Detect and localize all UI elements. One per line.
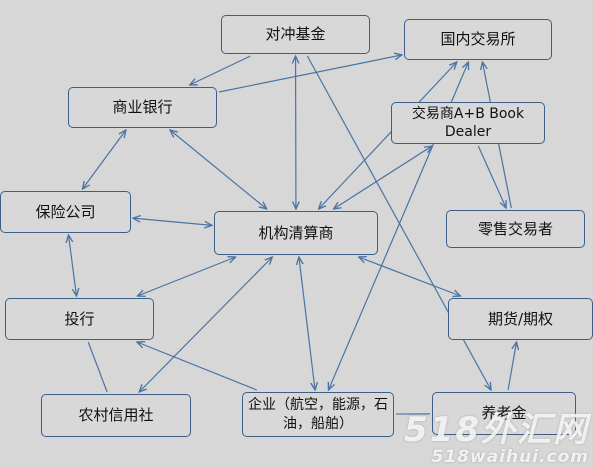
connector-dealer-retail_trader	[477, 145, 506, 208]
node-label: 农村信用社	[78, 406, 154, 425]
connector-clearing-rural_credit	[139, 257, 272, 392]
node-label: 零售交易者	[477, 219, 553, 238]
node-label: 机构清算商	[258, 223, 334, 242]
watermark-url: 518waihui.com	[431, 447, 589, 467]
node-label: 期货/期权	[487, 309, 554, 328]
node-label: 养老金	[481, 404, 527, 423]
connector-domestic_exchange-commercial_bank	[218, 55, 402, 93]
node-futures-options: 期货/期权	[448, 298, 593, 340]
connector-commercial_bank-insurance	[82, 130, 125, 189]
connector-insurance-clearing	[133, 218, 212, 225]
node-retail-trader: 零售交易者	[446, 210, 585, 248]
connector-clearing-futures_options	[359, 257, 461, 296]
node-label: 商业银行	[112, 98, 173, 117]
connector-pension-futures_options	[507, 342, 516, 391]
node-label: 国内交易所	[440, 30, 516, 49]
node-investment-bank: 投行	[5, 298, 154, 340]
node-dealer: 交易商A+B Book Dealer	[391, 102, 545, 144]
connector-clearing-enterprise	[299, 257, 315, 390]
connector-hedge_fund-commercial_bank	[190, 55, 251, 85]
node-insurance-company: 保险公司	[0, 191, 131, 233]
node-commercial-bank: 商业银行	[68, 87, 217, 128]
node-enterprise: 企业（航空，能源，石油，船舶）	[242, 392, 394, 437]
watermark-logo: 518外汇网	[404, 410, 589, 450]
node-pension: 养老金	[432, 392, 576, 435]
connector-investment_bank-rural_credit	[87, 341, 108, 393]
connector-investment_bank-enterprise	[137, 342, 258, 391]
connector-clearing-investment_bank	[137, 257, 235, 296]
node-label: 企业（航空，能源，石油，船舶）	[248, 397, 388, 432]
node-label: 交易商A+B Book Dealer	[411, 105, 525, 140]
watermark: 518外汇网 518waihui.com	[404, 412, 589, 466]
node-label: 保险公司	[35, 202, 96, 221]
connector-insurance-investment_bank	[69, 235, 77, 296]
node-rural-credit-cooperative: 农村信用社	[41, 394, 191, 437]
connector-commercial_bank-clearing	[170, 130, 267, 209]
connector-dealer-clearing	[334, 146, 433, 209]
node-hedge-fund: 对冲基金	[221, 15, 370, 54]
node-label: 对冲基金	[265, 25, 326, 44]
node-institutional-clearing: 机构清算商	[214, 211, 378, 255]
node-label: 投行	[64, 309, 95, 328]
node-domestic-exchange: 国内交易所	[404, 19, 552, 60]
